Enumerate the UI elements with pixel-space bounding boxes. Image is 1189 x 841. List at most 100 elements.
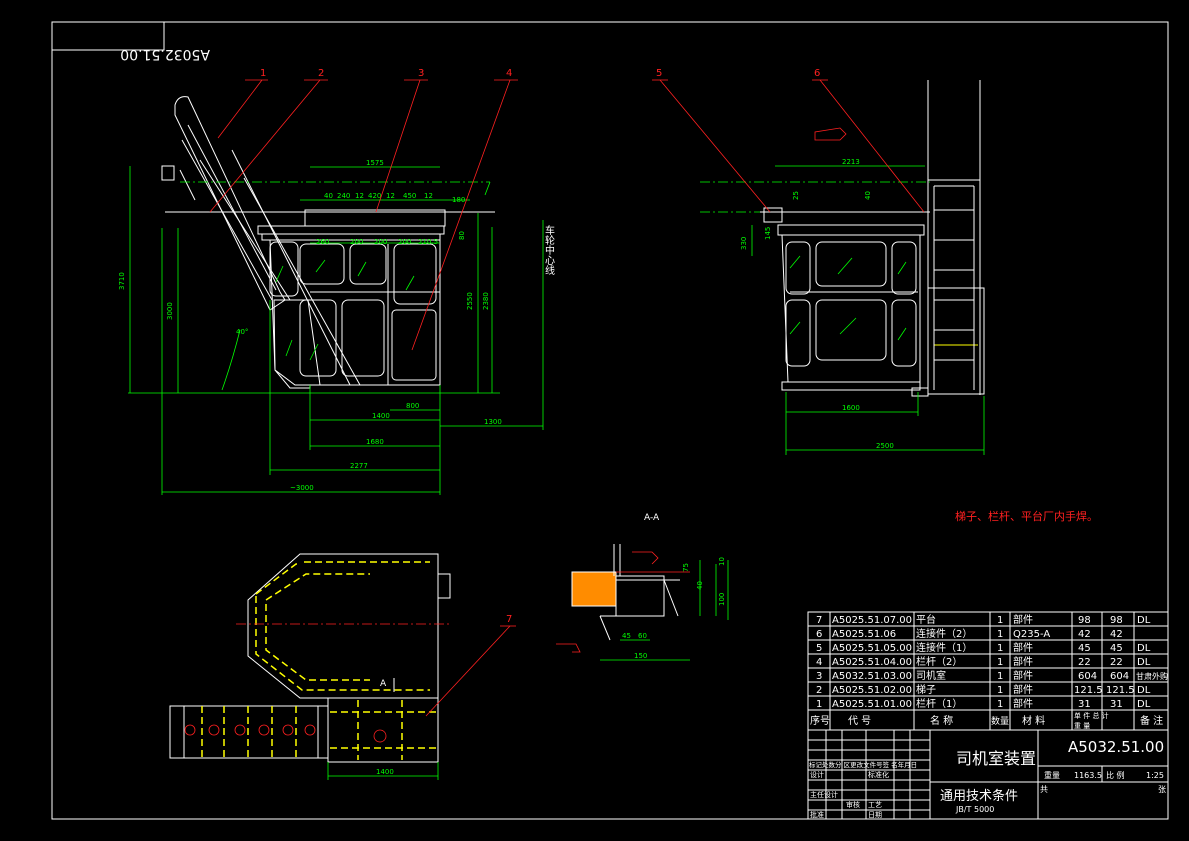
svg-text:A5025.51.02.00: A5025.51.02.00 — [832, 685, 912, 696]
svg-text:1: 1 — [997, 615, 1003, 626]
mirrored-code: A5032.51.00 — [120, 46, 210, 62]
svg-text:司机室: 司机室 — [916, 669, 946, 682]
svg-text:A5025.51.05.00: A5025.51.05.00 — [832, 643, 912, 654]
bom-row-3: 3 A5032.51.03.00 司机室 1 部件 604 604 甘肃外购 — [816, 669, 1168, 682]
svg-text:名 称: 名 称 — [930, 714, 953, 727]
svg-text:工艺: 工艺 — [868, 801, 882, 809]
svg-text:A5025.51.04.00: A5025.51.04.00 — [832, 657, 912, 668]
svg-text:A5025.51.07.00: A5025.51.07.00 — [832, 615, 912, 626]
callout-6: 6 — [814, 68, 820, 79]
spec-title: 通用技术条件 — [940, 788, 1018, 804]
svg-text:部件: 部件 — [1013, 641, 1033, 654]
svg-text:42: 42 — [1110, 629, 1123, 640]
svg-text:1600: 1600 — [842, 404, 860, 412]
mirrored-code-box — [51, 21, 165, 51]
svg-text:标准化: 标准化 — [868, 770, 889, 779]
svg-text:栏杆（2）: 栏杆（2） — [916, 655, 962, 668]
svg-text:121.5: 121.5 — [1074, 685, 1103, 696]
svg-text:31: 31 — [1110, 699, 1123, 710]
svg-text:DL: DL — [1137, 699, 1151, 710]
svg-text:12: 12 — [424, 192, 433, 200]
svg-text:2380: 2380 — [482, 292, 490, 310]
svg-text:200: 200 — [398, 238, 411, 246]
callout-4: 4 — [506, 68, 512, 79]
svg-text:A5032.51.03.00: A5032.51.03.00 — [832, 671, 912, 682]
svg-text:450: 450 — [403, 192, 416, 200]
svg-text:DL: DL — [1137, 657, 1151, 668]
svg-text:材 料: 材 料 — [1022, 714, 1045, 727]
svg-text:2550: 2550 — [466, 292, 474, 310]
svg-text:1: 1 — [997, 629, 1003, 640]
svg-text:22: 22 — [1078, 657, 1091, 668]
drawing-title: 司机室装置 — [956, 749, 1036, 768]
title-block: 标记处数分 区更改文件号签 名年月日 设计 标准化 主任设计 审核 工艺 批准 … — [807, 729, 1169, 820]
section-title: A-A — [644, 513, 660, 523]
svg-text:31: 31 — [1078, 699, 1091, 710]
svg-text:A5025.51.06: A5025.51.06 — [832, 629, 896, 640]
svg-text:单 件 总 计: 单 件 总 计 — [1074, 711, 1109, 720]
svg-text:部件: 部件 — [1013, 613, 1033, 626]
svg-text:~3000: ~3000 — [290, 484, 314, 492]
bom-row-5: 5 A5025.51.05.00 连接件（1） 1 部件 45 45 DL — [816, 641, 1151, 654]
fabrication-note: 梯子、栏杆、平台厂内手焊。 — [955, 509, 1098, 523]
svg-text:1575: 1575 — [366, 159, 384, 167]
svg-text:Q235-A: Q235-A — [1013, 629, 1050, 640]
svg-text:4: 4 — [816, 657, 822, 668]
svg-text:100: 100 — [718, 593, 726, 606]
spec-code: JB/T 5000 — [955, 805, 994, 814]
svg-text:2213: 2213 — [842, 158, 860, 166]
svg-text:330: 330 — [740, 237, 748, 250]
svg-text:40°: 40° — [236, 328, 248, 336]
svg-text:1400: 1400 — [372, 412, 390, 420]
svg-text:80: 80 — [458, 231, 466, 240]
svg-text:重 量: 重 量 — [1074, 722, 1090, 730]
svg-text:800: 800 — [406, 402, 419, 410]
svg-text:张: 张 — [1158, 785, 1166, 794]
plan-view: A 1400 7 — [169, 553, 516, 780]
callout-5: 5 — [656, 68, 662, 79]
svg-text:45: 45 — [622, 632, 631, 640]
svg-text:40: 40 — [696, 581, 704, 590]
svg-text:1: 1 — [816, 699, 822, 710]
svg-text:12: 12 — [386, 192, 395, 200]
svg-text:98: 98 — [1078, 615, 1091, 626]
svg-text:200: 200 — [350, 238, 363, 246]
svg-text:180: 180 — [452, 196, 465, 204]
svg-text:数量: 数量 — [991, 715, 1009, 727]
svg-text:6: 6 — [816, 629, 822, 640]
svg-text:98: 98 — [1110, 615, 1123, 626]
svg-text:日期: 日期 — [868, 811, 882, 819]
svg-text:2277: 2277 — [350, 462, 368, 470]
drawing-code: A5032.51.00 — [1068, 738, 1164, 756]
svg-text:45: 45 — [1078, 643, 1091, 654]
svg-text:DL: DL — [1137, 643, 1151, 654]
svg-text:604: 604 — [1110, 671, 1129, 682]
bom-table: 7 A5025.51.07.00 平台 1 部件 98 98 DL 6 A502… — [807, 611, 1169, 731]
callout-3: 3 — [418, 68, 424, 79]
side-view: 2213 25 40 330 145 1600 2500 5 6 — [652, 68, 985, 455]
bom-row-1: 1 A5025.51.01.00 栏杆（1） 1 部件 31 31 DL — [816, 697, 1151, 710]
svg-text:重量: 重量 — [1044, 770, 1060, 780]
svg-text:22: 22 — [1110, 657, 1123, 668]
svg-text:主任设计: 主任设计 — [810, 790, 838, 799]
svg-text:2500: 2500 — [876, 442, 894, 450]
center-line-label: 车轮中心线 — [543, 224, 555, 275]
svg-text:DL: DL — [1137, 685, 1151, 696]
svg-text:200: 200 — [374, 238, 387, 246]
svg-text:1: 1 — [997, 699, 1003, 710]
callout-2: 2 — [318, 68, 324, 79]
svg-text:共: 共 — [1040, 785, 1048, 794]
svg-text:1: 1 — [997, 643, 1003, 654]
svg-text:序号: 序号 — [810, 714, 830, 727]
svg-text:145: 145 — [764, 227, 772, 240]
svg-text:45: 45 — [1110, 643, 1123, 654]
bom-row-4: 4 A5025.51.04.00 栏杆（2） 1 部件 22 22 DL — [816, 655, 1151, 668]
svg-text:批准: 批准 — [810, 810, 824, 819]
svg-text:代 号: 代 号 — [848, 715, 871, 727]
svg-text:604: 604 — [1078, 671, 1097, 682]
svg-text:260: 260 — [316, 238, 329, 246]
svg-text:3710: 3710 — [118, 272, 126, 290]
callout-1: 1 — [260, 68, 266, 79]
svg-text:梯子: 梯子 — [916, 683, 936, 696]
